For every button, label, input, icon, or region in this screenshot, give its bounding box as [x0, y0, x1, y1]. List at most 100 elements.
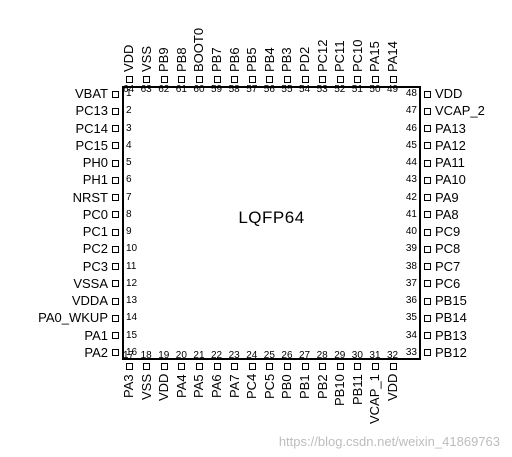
pin-name: PA2 — [84, 344, 108, 360]
pin-pad — [125, 363, 133, 370]
pin-number: 18 — [140, 350, 152, 361]
pin-pad — [301, 76, 309, 83]
pin-pad — [112, 263, 119, 270]
pin-name: PA6 — [209, 374, 224, 398]
pin-pad — [112, 228, 119, 236]
pin-number: 13 — [126, 295, 138, 306]
pin-name: PC8 — [435, 241, 461, 257]
pin-name: PA13 — [435, 120, 466, 136]
pin-name: PA10 — [435, 172, 466, 188]
pin-number: 58 — [228, 84, 240, 95]
pin-number: 52 — [334, 84, 346, 95]
pin-name: PA5 — [191, 374, 207, 398]
pin-pad — [112, 280, 119, 288]
pin-number: 55 — [281, 84, 293, 95]
pin-name: PC5 — [261, 373, 277, 399]
pin-number: 47 — [405, 105, 417, 117]
pin-name: VDD — [385, 373, 400, 401]
pin-name: PC7 — [435, 258, 461, 274]
pin-name: PA9 — [435, 189, 459, 205]
pin-number: 41 — [405, 208, 417, 220]
pin-pad — [112, 125, 119, 132]
pin-pad — [112, 176, 119, 184]
pin-pad — [248, 363, 256, 370]
pin-pad — [424, 176, 431, 184]
pin-pad — [266, 363, 274, 370]
pin-name: PA8 — [435, 206, 459, 222]
pin-number: 4 — [126, 139, 132, 151]
pin-name: PB1 — [297, 374, 312, 399]
pin-pad — [371, 363, 379, 370]
pin-number: 49 — [387, 84, 399, 95]
pin-name: VDD — [435, 86, 463, 101]
pin-name: VDDA — [71, 293, 108, 308]
pin-name: PA4 — [173, 374, 189, 398]
pin-number: 16 — [126, 346, 138, 358]
pin-number: 46 — [405, 122, 417, 134]
pin-pad — [336, 76, 344, 83]
pin-pad — [178, 363, 186, 370]
pin-pad — [231, 76, 239, 83]
pin-pad — [195, 76, 203, 83]
pin-name: VBAT — [75, 86, 108, 101]
pin-pad — [112, 314, 119, 322]
pin-number: 38 — [405, 260, 417, 272]
pin-name: PC11 — [332, 40, 348, 72]
pin-name: PB2 — [314, 374, 330, 399]
pin-number: 40 — [405, 226, 417, 237]
pin-name: PB9 — [156, 47, 172, 72]
pin-number: 15 — [126, 329, 138, 341]
pin-name: BOOT0 — [191, 27, 207, 72]
pin-name: NRST — [72, 189, 108, 205]
pin-name: PB0 — [279, 374, 295, 399]
pin-name: PH1 — [82, 172, 108, 188]
pin-number: 24 — [246, 350, 258, 361]
pin-pad — [319, 363, 327, 370]
pin-pad — [424, 125, 431, 132]
pin-name: VSSA — [73, 275, 108, 291]
pin-number: 20 — [175, 350, 187, 361]
chip-body: LQFP64 — [122, 86, 421, 360]
pin-name: PA3 — [121, 374, 136, 398]
pin-name: PB8 — [173, 47, 189, 72]
pin-number: 57 — [246, 84, 258, 95]
pin-number: 31 — [369, 350, 381, 361]
pin-number: 21 — [193, 350, 205, 361]
pin-number: 35 — [405, 312, 417, 324]
pin-pad — [112, 194, 119, 201]
pin-name: PB15 — [435, 293, 467, 308]
pin-name: PB5 — [244, 47, 260, 72]
pin-pad — [160, 76, 168, 83]
pin-name: PC4 — [244, 373, 260, 399]
pin-number: 25 — [263, 350, 275, 361]
pin-pad — [112, 297, 119, 305]
pin-number: 44 — [405, 157, 417, 168]
pin-name: PC6 — [435, 275, 461, 291]
pin-number: 14 — [126, 312, 138, 324]
pin-number: 9 — [126, 226, 132, 237]
pin-number: 61 — [175, 84, 187, 95]
pin-pad — [424, 159, 431, 167]
pin-name: PA0_WKUP — [38, 310, 108, 326]
pin-name: PB11 — [349, 374, 365, 405]
pin-pad — [143, 76, 151, 83]
pin-number: 22 — [211, 350, 223, 361]
pin-pad — [424, 314, 431, 322]
pin-number: 32 — [387, 350, 399, 361]
pin-name: PA12 — [435, 137, 466, 153]
pin-pad — [354, 363, 362, 370]
pin-number: 3 — [126, 122, 132, 134]
pin-number: 34 — [405, 329, 417, 341]
pin-name: VDD — [121, 44, 136, 72]
pin-number: 30 — [351, 350, 363, 361]
pin-pad — [424, 107, 431, 115]
pin-pad — [112, 332, 119, 339]
pin-pad — [354, 76, 362, 83]
pin-name: PC10 — [349, 39, 365, 72]
pin-name: PC9 — [435, 224, 461, 239]
pin-pad — [112, 90, 119, 98]
pin-pad — [266, 76, 274, 83]
pin-pad — [283, 76, 291, 83]
pin-name: PB12 — [435, 344, 467, 360]
pin-pad — [389, 363, 397, 370]
